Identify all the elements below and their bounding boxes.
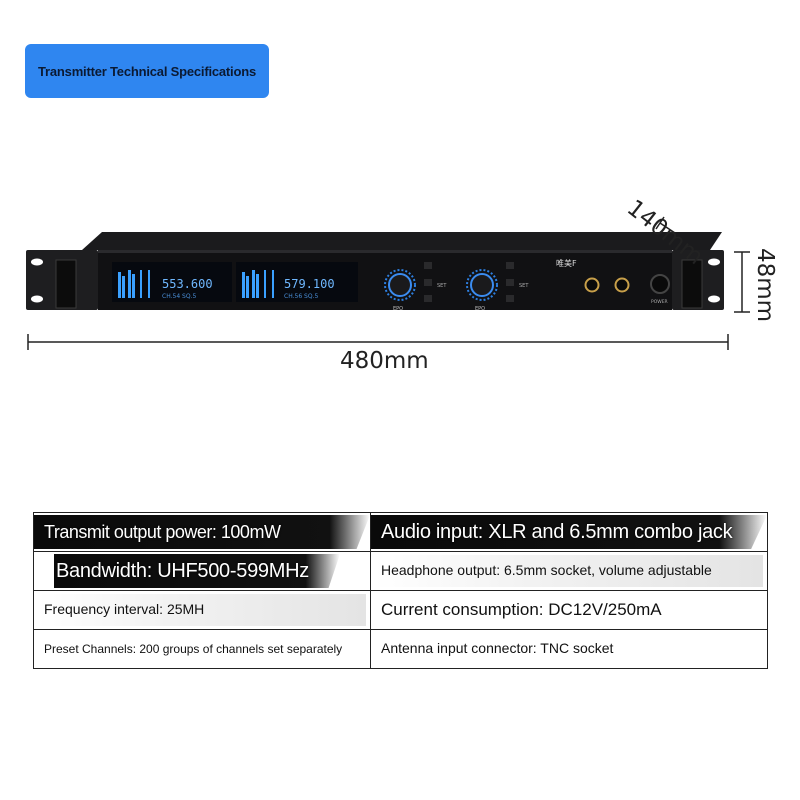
headphone-jack-right-icon[interactable] <box>614 277 630 293</box>
spec-preset-channels: Preset Channels: 200 groups of channels … <box>44 642 343 656</box>
rack-hole-icon <box>31 295 43 303</box>
width-dimension-line <box>27 334 729 350</box>
volume-knob-left[interactable]: EPO <box>384 269 416 312</box>
spec-cell: Frequency interval: 25MH <box>33 590 371 630</box>
spec-cell: Headphone output: 6.5mm socket, volume a… <box>370 551 768 591</box>
table-row: Bandwidth: UHF500-599MHz Headphone outpu… <box>33 551 768 591</box>
display-right: 579.100 CH.56 SQ.5 <box>236 262 358 302</box>
spec-bandwidth: Bandwidth: UHF500-599MHz <box>56 559 309 582</box>
table-row: Transmit output power: 100mW Audio input… <box>33 512 768 552</box>
handle-right <box>681 259 703 309</box>
transmitter-illustration: 553.600 CH.54 SQ.5 579.100 CH.56 SQ.5 EP… <box>26 216 750 350</box>
spec-title-label: Transmitter Technical Specifications <box>38 63 256 79</box>
power-label: POWER <box>651 299 668 305</box>
table-row: Frequency interval: 25MH Current consump… <box>33 590 768 630</box>
height-dimension-line <box>734 251 750 313</box>
spec-title-badge: Transmitter Technical Specifications <box>25 44 269 98</box>
volume-knob-right[interactable]: EPO <box>466 269 498 312</box>
rack-hole-icon <box>31 258 43 266</box>
svg-text:EPO: EPO <box>393 306 403 312</box>
rack-hole-icon <box>708 295 720 303</box>
button-cluster-left[interactable] <box>424 262 432 302</box>
headphone-jack-left-icon[interactable] <box>584 277 600 293</box>
set-label-left: SET <box>437 283 447 289</box>
spec-headphone-output: Headphone output: 6.5mm socket, volume a… <box>381 562 712 578</box>
spec-cell: Current consumption: DC12V/250mA <box>370 590 768 630</box>
button-cluster-right[interactable] <box>506 262 514 302</box>
spec-table: Transmit output power: 100mW Audio input… <box>33 512 768 669</box>
display-right-sub: CH.56 SQ.5 <box>284 293 318 300</box>
rack-hole-icon <box>708 258 720 266</box>
spec-cell: Antenna input connector: TNC socket <box>370 629 768 669</box>
power-button-icon[interactable] <box>650 274 670 294</box>
table-row: Preset Channels: 200 groups of channels … <box>33 629 768 669</box>
spec-cell: Audio input: XLR and 6.5mm combo jack <box>370 512 768 552</box>
display-right-freq: 579.100 <box>284 277 335 291</box>
display-left-sub: CH.54 SQ.5 <box>162 293 196 300</box>
brand-logo: 唯美F <box>556 258 577 268</box>
spec-cell: Transmit output power: 100mW <box>33 512 371 552</box>
display-left: 553.600 CH.54 SQ.5 <box>112 262 232 302</box>
width-dimension-label: 480mm <box>340 348 429 374</box>
handle-left <box>55 259 77 309</box>
height-dimension-label: 48mm <box>752 248 778 323</box>
display-left-freq: 553.600 <box>162 277 213 291</box>
spec-antenna-connector: Antenna input connector: TNC socket <box>381 640 614 656</box>
spec-current-consumption: Current consumption: DC12V/250mA <box>381 600 662 619</box>
spec-cell: Bandwidth: UHF500-599MHz <box>33 551 371 591</box>
set-label-right: SET <box>519 283 529 289</box>
case-top <box>82 232 722 250</box>
spec-output-power: Transmit output power: 100mW <box>44 521 281 542</box>
spec-audio-input: Audio input: XLR and 6.5mm combo jack <box>381 520 733 543</box>
spec-frequency-interval: Frequency interval: 25MH <box>44 601 205 617</box>
svg-text:EPO: EPO <box>475 306 485 312</box>
spec-cell: Preset Channels: 200 groups of channels … <box>33 629 371 669</box>
